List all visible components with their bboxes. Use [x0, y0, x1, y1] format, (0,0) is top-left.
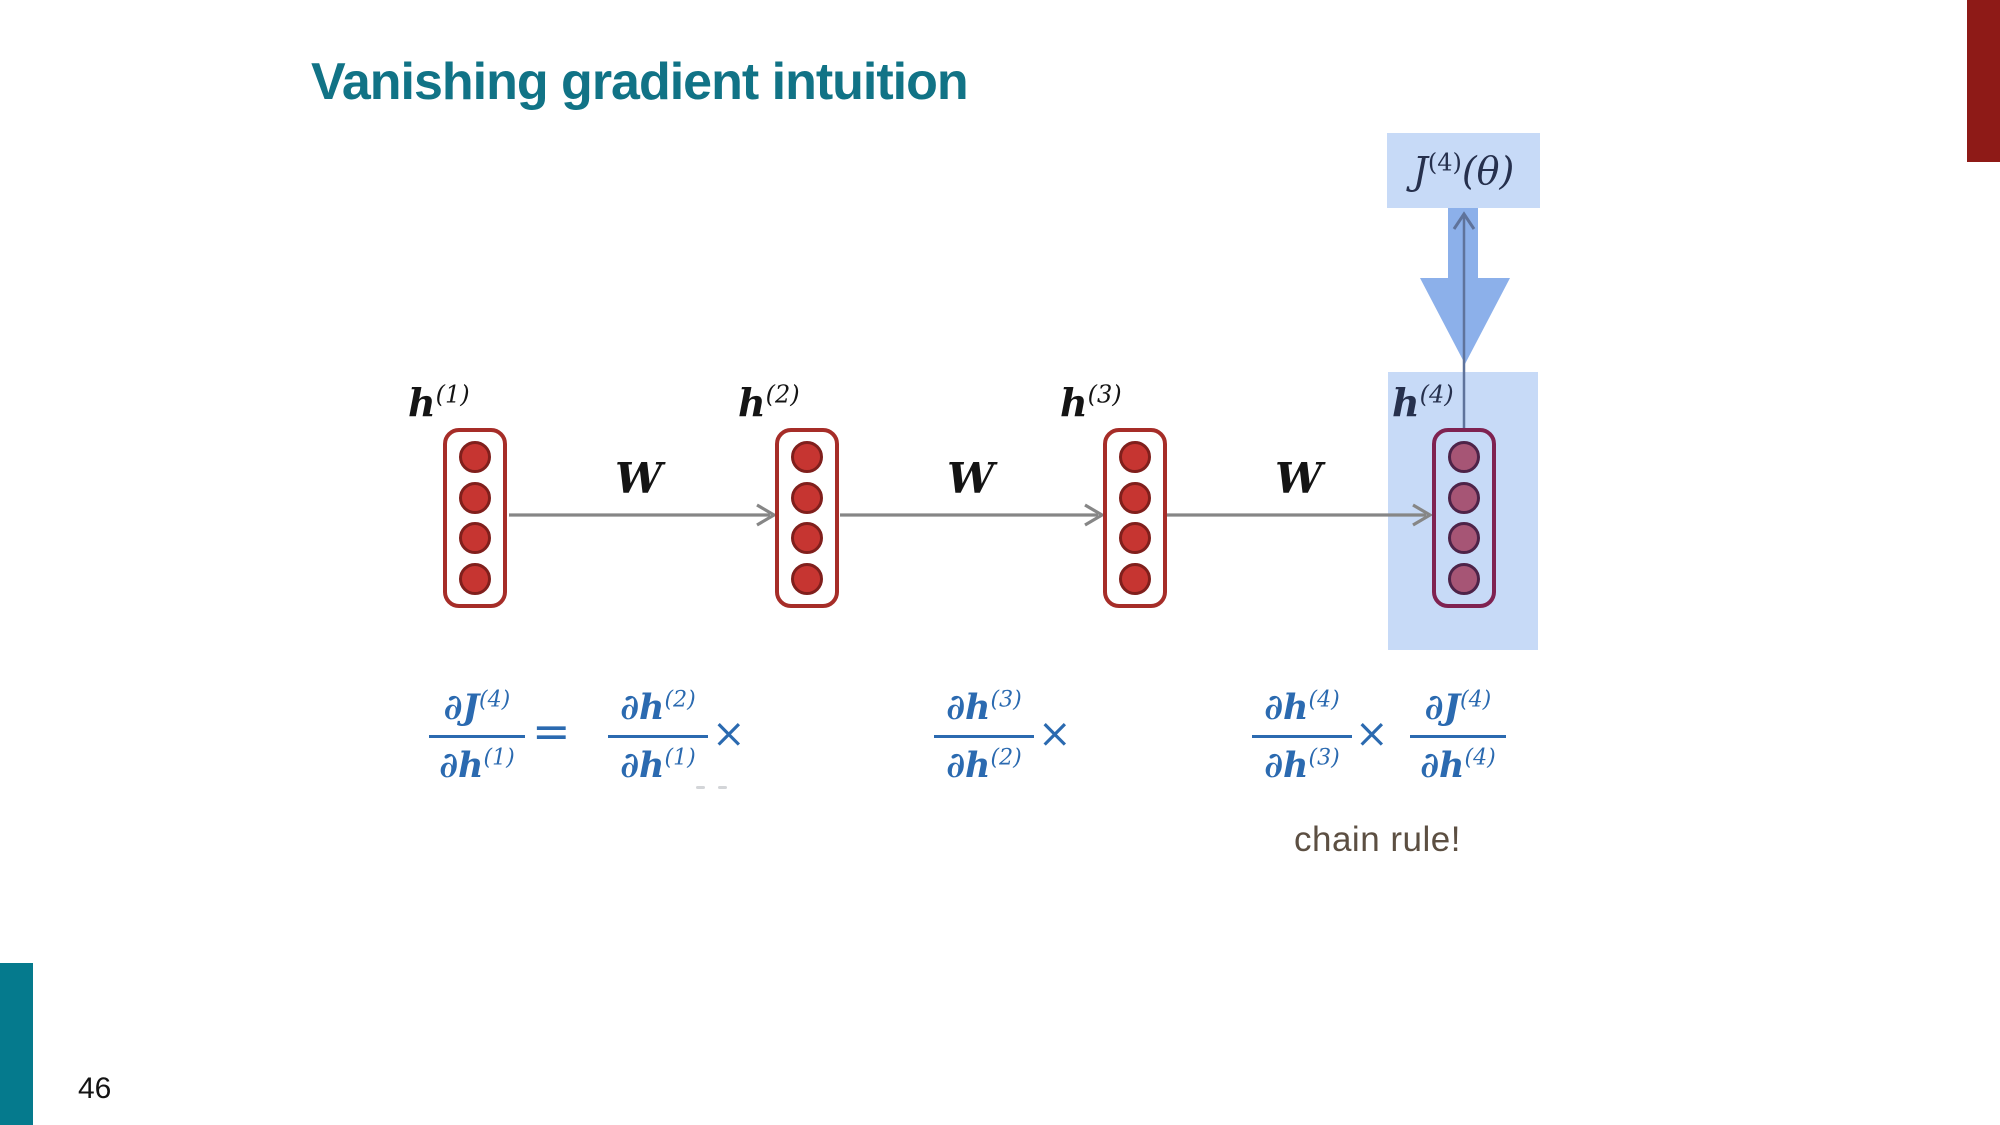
top-right-accent-bar — [1967, 0, 2000, 162]
weight-label-1: W — [615, 454, 663, 503]
fraction-numerator: ∂J(4) — [443, 687, 511, 728]
h2-label-main: h — [738, 380, 766, 425]
backprop-block-arrow-icon — [1420, 208, 1510, 364]
fraction-numerator: ∂h(4) — [1264, 687, 1340, 728]
neuron-icon — [459, 440, 491, 473]
neuron-icon — [1448, 481, 1480, 514]
fraction-bar — [1252, 735, 1352, 738]
times-sign-1: × — [712, 711, 746, 757]
neuron-icon — [791, 522, 823, 555]
h1-label-main: h — [408, 380, 436, 425]
hidden-vector-3 — [1103, 428, 1167, 608]
h3-label: h(3) — [1060, 382, 1122, 422]
hidden-vector-4 — [1432, 428, 1496, 608]
neuron-icon — [1448, 522, 1480, 555]
h2-label: h(2) — [738, 382, 800, 422]
fraction-denominator: ∂h(3) — [1264, 745, 1340, 786]
eq-term-1-fraction: ∂h(2) ∂h(1) — [608, 682, 708, 792]
times-sign-2: × — [1038, 711, 1072, 757]
equals-sign: = — [532, 704, 571, 758]
neuron-icon — [1119, 440, 1151, 473]
neuron-icon — [1119, 481, 1151, 514]
loss-superscript: (4) — [1427, 147, 1462, 176]
fraction-denominator: ∂h(1) — [620, 745, 696, 786]
hidden-vector-1 — [443, 428, 507, 608]
hidden-vector-2 — [775, 428, 839, 608]
neuron-icon — [459, 563, 491, 596]
forward-arrow-2-icon — [840, 503, 1106, 527]
neuron-icon — [1119, 563, 1151, 596]
fraction-denominator: ∂h(2) — [946, 745, 1022, 786]
h4-label: h(4) — [1392, 382, 1454, 422]
h3-label-sup: (3) — [1087, 380, 1122, 409]
neuron-icon — [1448, 440, 1480, 473]
fraction-denominator: ∂h(1) — [439, 745, 515, 786]
loss-argument: (θ) — [1461, 148, 1515, 193]
bottom-left-accent-bar — [0, 963, 33, 1125]
fraction-bar — [429, 735, 525, 738]
eq-term-4-fraction: ∂J(4) ∂h(4) — [1410, 682, 1506, 792]
weight-label-3: W — [1275, 454, 1323, 503]
times-sign-3: × — [1355, 711, 1389, 757]
loss-box: J(4)(θ) — [1387, 133, 1540, 208]
fraction-numerator: ∂h(3) — [946, 687, 1022, 728]
fraction-numerator: ∂J(4) — [1424, 687, 1492, 728]
chain-rule-note: chain rule! — [1294, 820, 1461, 859]
neuron-icon — [791, 481, 823, 514]
eq-lhs-fraction: ∂J(4) ∂h(1) — [429, 682, 525, 792]
neuron-icon — [1448, 563, 1480, 596]
fraction-bar — [934, 735, 1034, 738]
eq-term-2-fraction: ∂h(3) ∂h(2) — [934, 682, 1034, 792]
h4-label-main: h — [1392, 380, 1420, 425]
h2-label-sup: (2) — [765, 380, 800, 409]
h4-label-sup: (4) — [1419, 380, 1454, 409]
neuron-icon — [1119, 522, 1151, 555]
faded-artifact — [696, 786, 705, 789]
fraction-bar — [608, 735, 708, 738]
neuron-icon — [791, 440, 823, 473]
neuron-icon — [459, 481, 491, 514]
faded-artifact — [718, 786, 727, 789]
weight-label-2: W — [947, 454, 995, 503]
fraction-numerator: ∂h(2) — [620, 687, 696, 728]
page-number: 46 — [78, 1072, 112, 1105]
loss-symbol: J — [1412, 148, 1428, 193]
h3-label-main: h — [1060, 380, 1088, 425]
loss-label: J(4)(θ) — [1412, 148, 1515, 193]
h1-label-sup: (1) — [435, 380, 470, 409]
fraction-denominator: ∂h(4) — [1420, 745, 1496, 786]
forward-arrow-1-icon — [509, 503, 778, 527]
neuron-icon — [459, 522, 491, 555]
slide-title: Vanishing gradient intuition — [311, 53, 969, 111]
fraction-bar — [1410, 735, 1506, 738]
h1-label: h(1) — [408, 382, 470, 422]
neuron-icon — [791, 563, 823, 596]
eq-term-3-fraction: ∂h(4) ∂h(3) — [1252, 682, 1352, 792]
